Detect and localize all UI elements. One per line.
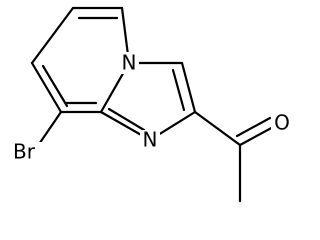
mask-br <box>5 142 43 164</box>
bond-c2-carbonyl <box>193 110 242 147</box>
structure-canvas: N N Br O <box>5 6 293 203</box>
molecule-diagram: N N Br O <box>5 6 293 203</box>
bond-carbonyl-o <box>238 124 277 147</box>
mask-n2 <box>140 130 160 152</box>
bond-c8-c8a-double <box>41 64 69 108</box>
atom-n2-label: N <box>143 128 158 152</box>
label-masks <box>5 52 293 164</box>
bond-carbonyl-o-double <box>235 116 272 138</box>
bonds <box>30 6 277 203</box>
atom-labels: N N Br O <box>13 51 290 164</box>
bond-c3-c2 <box>180 61 197 114</box>
bond-c8-c7ring <box>30 61 63 114</box>
bond-c8-c7 <box>30 6 75 65</box>
bond-c3-c2-double <box>171 68 186 112</box>
atom-o-label: O <box>274 111 290 135</box>
bond-n2-c8a-double <box>107 107 146 132</box>
atom-n1-label: N <box>122 51 137 75</box>
mask-n1 <box>119 52 139 74</box>
atom-br-label: Br <box>13 140 36 164</box>
mask-o <box>271 112 293 136</box>
